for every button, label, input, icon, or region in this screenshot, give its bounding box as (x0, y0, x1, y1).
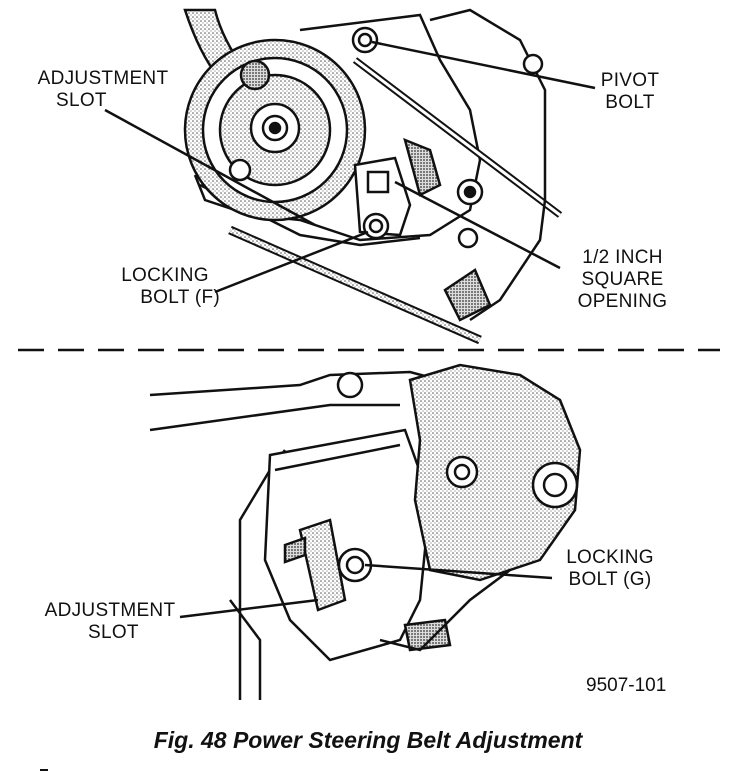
label-line: BOLT (G) (568, 569, 652, 590)
label-pivot-bolt: PIVOT BOLT (590, 70, 670, 114)
upper-leader-lines (104, 40, 596, 294)
figure-code: 9507-101 (586, 675, 667, 696)
upper-view-drawing (183, 8, 563, 345)
label-line: ADJUSTMENT (37, 68, 169, 89)
label-adjustment-slot-lower: ADJUSTMENT SLOT (30, 600, 190, 644)
square-opening (366, 170, 390, 194)
label-line: LOCKING (566, 547, 654, 568)
lower-adjustment-slot (298, 518, 347, 612)
leader-adjustment-slot-lower (179, 598, 319, 619)
label-line: OPENING (577, 291, 668, 312)
label-line: SQUARE (581, 269, 664, 290)
leader-locking-bolt-g (364, 563, 553, 580)
leader-pivot-bolt (371, 40, 596, 90)
leader-adjustment-slot-upper (104, 108, 316, 227)
label-line: PIVOT (600, 70, 660, 91)
label-line: SLOT (56, 90, 107, 111)
label-line: BOLT (605, 92, 655, 113)
label-square-opening: 1/2 INCH SQUARE OPENING (565, 247, 680, 313)
label-line: SLOT (88, 622, 139, 643)
label-line: BOLT (F) (140, 287, 220, 308)
lower-view-drawing (149, 363, 582, 700)
figure-caption: Fig. 48 Power Steering Belt Adjustment (153, 727, 583, 753)
pump-body (408, 363, 582, 582)
label-line: ADJUSTMENT (44, 600, 176, 621)
label-line: LOCKING (121, 265, 209, 286)
lower-leader-lines (179, 563, 553, 619)
leader-square-opening (394, 180, 561, 270)
label-locking-bolt-g: LOCKING BOLT (G) (550, 547, 670, 591)
label-line: 1/2 INCH (582, 247, 663, 268)
leader-locking-bolt-f (214, 230, 369, 294)
label-adjustment-slot-upper: ADJUSTMENT SLOT (18, 68, 188, 112)
label-locking-bolt-f: LOCKING BOLT (F) (110, 265, 220, 309)
